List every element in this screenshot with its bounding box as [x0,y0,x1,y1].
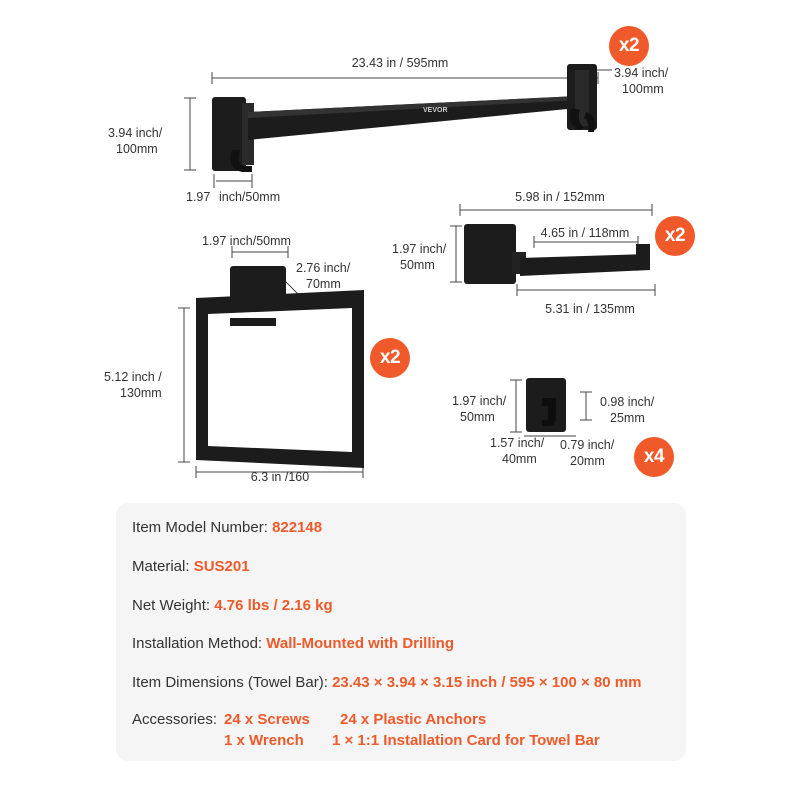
spec-dimensions-label: Item Dimensions (Towel Bar): [132,674,328,691]
spec-install-label: Installation Method: [132,635,263,652]
towel-bar-height-label-line2: 100mm [116,142,158,156]
spec-material-label: Material: [132,558,190,575]
spec-weight-value: 4.76 lbs / 2.16 kg [214,597,333,614]
robe-hook-height-label-line1: 1.97 inch/ [452,394,507,408]
product-illustration: VEVOR [104,26,695,484]
towel-bar-mount-label-line2: 100mm [622,82,664,96]
spec-weight: Net Weight: 4.76 lbs / 2.16 kg [132,597,333,614]
robe-hook-height-label-line2: 50mm [460,410,495,424]
accessory-anchors: 24 x Plastic Anchors [340,711,487,728]
towel-ring-drawing [178,246,364,478]
towel-ring-quantity-badge: x2 [370,338,410,378]
towel-bar-quantity-badge: x2 [609,26,649,66]
towel-bar-drawing: VEVOR [184,64,612,188]
paper-holder-width-label: 5.98 in / 152mm [515,190,605,204]
spec-install: Installation Method: Wall-Mounted with D… [132,635,454,652]
towel-bar-length-label: 23.43 in / 595mm [351,56,449,70]
robe-hook-quantity-badge: x4 [634,437,674,477]
spec-install-value: Wall-Mounted with Drilling [266,635,454,652]
towel-ring-depth-label-line1: 2.76 inch/ [296,261,351,275]
robe-hook-depth-label-line2: 20mm [570,454,605,468]
accessory-installation-card: 1 × 1:1 Installation Card for Towel Bar [332,732,600,749]
accessory-screws: 24 x Screws [224,711,310,728]
spec-accessories-label: Accessories: [132,711,218,728]
robe-hook-hook-label-line2: 25mm [610,411,645,425]
robe-hook-depth-label-line1: 0.79 inch/ [560,438,615,452]
robe-hook-drawing [510,378,592,437]
brand-logo: VEVOR [423,107,448,114]
towel-ring-height-label-line2: 130mm [120,386,162,400]
paper-holder-depth-label: 5.31 in / 135mm [545,302,635,316]
spec-weight-label: Net Weight: [132,597,211,614]
towel-ring-depth-label-line2: 70mm [306,277,341,291]
spec-model-value: 822148 [272,519,323,536]
spec-dimensions-value: 23.43 × 3.94 × 3.15 inch / 595 × 100 × 8… [332,674,642,691]
spec-model: Item Model Number: 822148 [132,519,322,536]
towel-ring-mount-label: 1.97 inch/50mm [202,234,291,248]
paper-holder-height-label-line1: 1.97 inch/ [392,242,447,256]
spec-dimensions: Item Dimensions (Towel Bar): 23.43 × 3.9… [132,674,641,691]
spec-model-label: Item Model Number: [132,519,268,536]
towel-bar-height-label-line1: 3.94 inch/ [108,126,163,140]
paper-holder-quantity-badge: x2 [655,216,695,256]
spec-material-value: SUS201 [193,558,250,575]
robe-hook-hook-label-line1: 0.98 inch/ [600,395,655,409]
spec-material: Material: SUS201 [132,558,250,575]
towel-ring-height-label-line1: 5.12 inch / [104,370,162,384]
accessory-wrench: 1 x Wrench [224,732,304,749]
paper-holder-drawing [450,204,656,296]
towel-ring-width-label: 6.3 in /160 [250,470,310,484]
specs-panel: Item Model Number: 822148 Material: SUS2… [116,503,686,761]
robe-hook-width-label-line1: 1.57 inch/ [490,436,545,450]
product-drawings: VEVOR [178,64,656,478]
paper-holder-arm-label: 4.65 in / 118mm [540,226,630,240]
towel-bar-depth-label-a: 1.97 [186,190,211,204]
paper-holder-height-label-line2: 50mm [400,258,435,272]
towel-bar-mount-label-line1: 3.94 inch/ [614,66,669,80]
robe-hook-width-label-line2: 40mm [502,452,537,466]
towel-bar-depth-label-b: inch/50mm [219,190,281,204]
